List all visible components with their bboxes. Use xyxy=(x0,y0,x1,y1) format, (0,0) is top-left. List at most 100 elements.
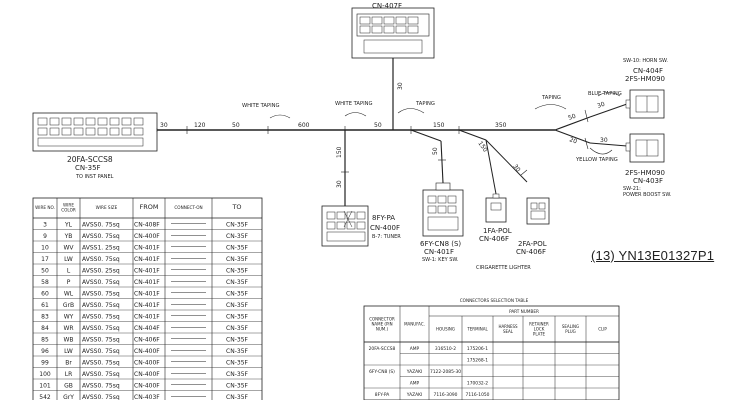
selection-table-header: SEALING xyxy=(562,324,579,329)
dim-30-r2: 30 xyxy=(600,137,608,144)
selection-table-header: HARNESS xyxy=(498,324,518,329)
wire-to: CN-35F xyxy=(226,337,248,344)
top-connector: CN-407F xyxy=(351,2,435,59)
wire-from: CN-403F xyxy=(134,394,160,400)
wire-table-header: WIRE xyxy=(63,203,74,208)
main-trunk xyxy=(156,58,567,134)
wire-to: CN-35F xyxy=(226,233,248,240)
right-fork xyxy=(554,92,628,155)
horn-switch-code: CN-404F xyxy=(633,67,663,75)
dim-350: 350 xyxy=(495,122,507,129)
cig-b-part: 2FA-POL xyxy=(518,240,547,248)
cig-a-code: CN-406F xyxy=(479,235,509,243)
wire-no: 3 xyxy=(43,222,47,229)
selection-table-header: NUM.) xyxy=(376,327,389,332)
wire-color: WY xyxy=(64,314,74,321)
wire-size: AVSS0. 75sq xyxy=(82,314,120,321)
wire-from: CN-406F xyxy=(134,337,160,344)
wire-to: CN-35F xyxy=(226,279,248,286)
wire-no: 96 xyxy=(41,348,49,355)
wire-color: Br xyxy=(65,360,72,367)
wire-no: 99 xyxy=(41,360,49,367)
dim-50a: 50 xyxy=(232,122,240,129)
selection-table-header: HOUSING xyxy=(436,327,455,332)
power-boost-switch-connector: 2FS-HM090 CN-403F SW-21: POWER BOOST SW. xyxy=(623,133,672,198)
wire-color: LW xyxy=(64,348,73,355)
wire-from: CN-401F xyxy=(134,256,160,263)
wire-size: AVSS1. 25sq xyxy=(82,245,120,252)
taping-white-1: WHITE TAPING xyxy=(242,103,280,109)
wire-no: 61 xyxy=(41,302,49,309)
dim-150a: 150 xyxy=(433,122,445,129)
selection-table-cell: 8FY-PA xyxy=(375,392,389,398)
cigarette-lighter-branch: 1FA-POL CN-406F 2FA-POL CN-406F CIRGARET… xyxy=(458,129,550,271)
wire-table-header: WIRE NO. xyxy=(35,205,55,210)
wire-from: CN-408F xyxy=(134,222,160,229)
wire-from: CN-401F xyxy=(134,314,160,321)
selection-table-title: CONNECTORS SELECTION TABLE xyxy=(460,298,529,303)
selection-table-cell: 175268-1 xyxy=(467,358,488,364)
wire-to: CN-35F xyxy=(226,383,248,390)
key-switch-part: 6FY-CN8 (S) xyxy=(420,240,461,248)
wire-from: CN-400F xyxy=(134,348,160,355)
wire-table-header: COLOR xyxy=(61,208,76,213)
wire-color: WR xyxy=(63,325,73,332)
cig-lighter-desc: CIRGARETTE LIGHTER xyxy=(476,265,531,271)
wire-color: WL xyxy=(64,291,74,298)
wire-color: L xyxy=(67,268,71,275)
tuner-code: CN-400F xyxy=(370,224,400,232)
wire-size: AVSS0. 75sq xyxy=(82,291,120,298)
wire-size: AVSS0. 75sq xyxy=(82,383,120,390)
wire-from: CN-404F xyxy=(134,325,160,332)
wire-table-header: FROM xyxy=(140,203,159,211)
taping-yellow: YELLOW TAPING xyxy=(575,157,618,163)
wire-size: AVSS0. 75sq xyxy=(82,360,120,367)
selection-table-cell: 316510-2 xyxy=(435,346,456,352)
selection-table-cell: AMP xyxy=(410,346,420,352)
dim-30-r1: 30 xyxy=(596,101,606,110)
wire-color: WV xyxy=(63,245,74,252)
wire-to: CN-35F xyxy=(226,302,248,309)
selection-table-header: PLATE xyxy=(533,332,546,337)
wire-color: P xyxy=(67,279,71,286)
wire-no: 60 xyxy=(41,291,49,298)
wire-to: CN-35F xyxy=(226,222,248,229)
selection-table-header: CLIP xyxy=(598,327,607,332)
horn-switch-connector: SW-10: HORN SW. CN-404F 2FS-HM090 xyxy=(623,58,668,119)
wire-size: AVSS0. 75sq xyxy=(82,348,120,355)
dim-20-r: 20 xyxy=(568,136,578,145)
part-number-label: PART NUMBER xyxy=(509,309,539,314)
wire-size: AVSS0. 75sq xyxy=(82,337,120,344)
dim-50-r1: 50 xyxy=(567,113,577,122)
wire-size: AVSS0. 75sq xyxy=(82,279,120,286)
dim-30-top: 30 xyxy=(397,82,404,90)
wire-from: CN-400F xyxy=(134,383,160,390)
taping-labels: WHITE TAPING WHITE TAPING TAPING TAPING … xyxy=(242,91,622,163)
selection-table-header: RETAINER xyxy=(529,322,549,327)
selection-table-cell: YAZAKI xyxy=(406,369,423,375)
selection-table-cell: 175206-1 xyxy=(467,346,488,352)
wire-color: WB xyxy=(63,337,73,344)
dim-50-vertical: 50 xyxy=(432,147,439,155)
drawing-number: (13) YN13E01327P1 xyxy=(591,248,715,263)
top-connector-code: CN-407F xyxy=(372,2,402,10)
selection-table-header: NAME (PIN xyxy=(371,322,392,327)
selection-table-header: TERMINAL xyxy=(466,327,488,332)
wire-no: 100 xyxy=(39,371,51,378)
tuner-part: 8FY-PA xyxy=(372,214,395,222)
dim-30-diagonal: 30 xyxy=(511,163,521,173)
instrument-connector: 20FA-SCCS8 CN-35F TO INST PANEL xyxy=(32,112,158,180)
dimension-labels: 30 120 50 600 50 150 350 30 150 30 50 15… xyxy=(160,82,608,188)
wire-table-header: CONNECT-ON xyxy=(174,205,202,210)
selection-table-frame xyxy=(363,305,620,400)
selection-table-header: LOCK xyxy=(534,327,545,332)
dim-150-vertical: 150 xyxy=(336,146,343,158)
key-switch-code: CN-401F xyxy=(424,248,454,256)
taping-right: TAPING xyxy=(541,95,561,101)
power-boost-switch-desc1: SW-21: xyxy=(623,186,641,192)
tuner-desc: B-7: TUNER xyxy=(372,234,401,240)
wire-to: CN-35F xyxy=(226,360,248,367)
wire-no: 85 xyxy=(41,337,49,344)
